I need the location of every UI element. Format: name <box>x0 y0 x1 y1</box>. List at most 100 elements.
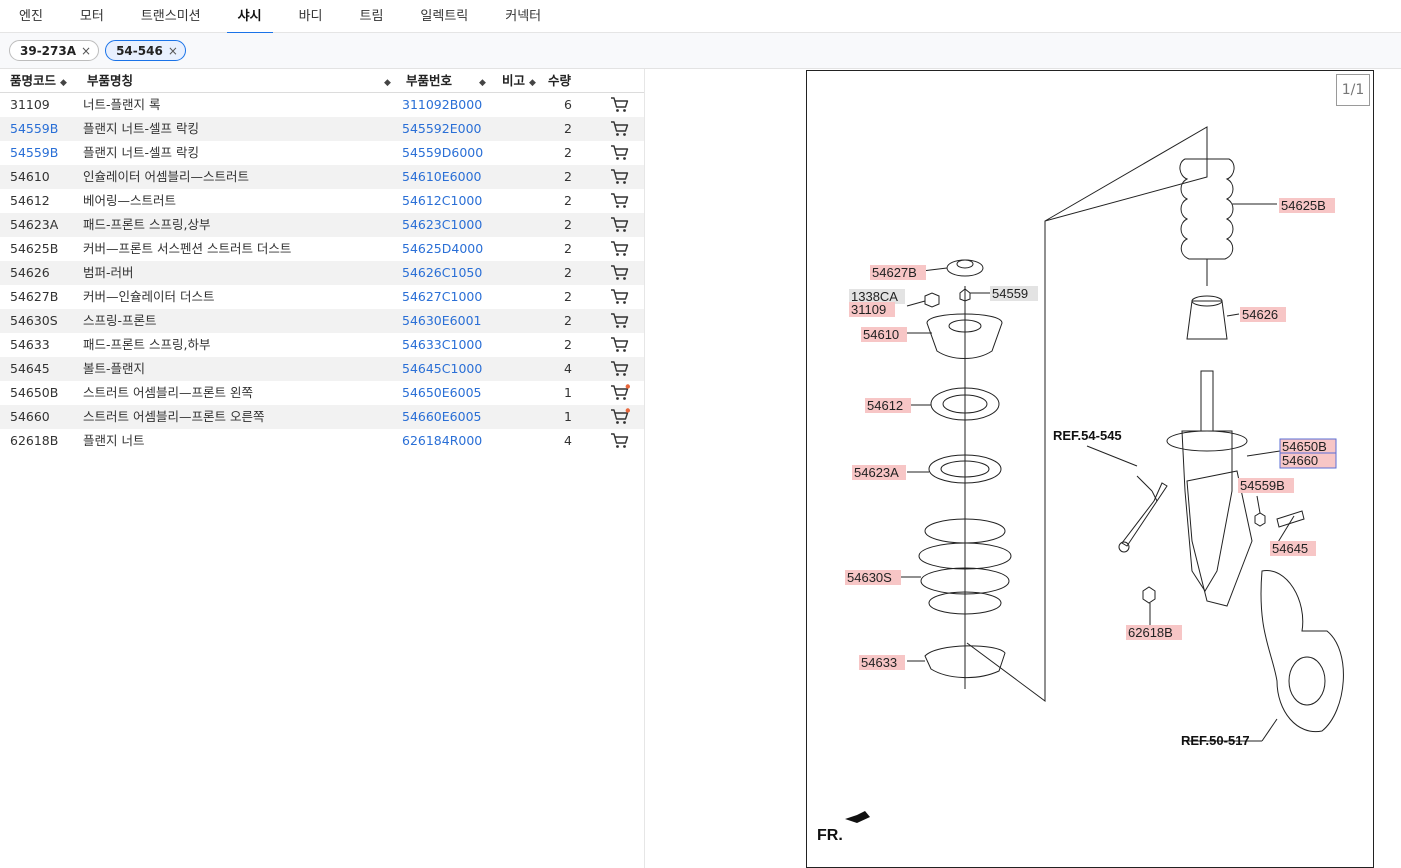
close-icon[interactable]: × <box>167 43 178 58</box>
part-code[interactable]: 54559B <box>10 121 59 136</box>
cart-icon[interactable] <box>610 192 630 210</box>
part-number-link[interactable]: 626184R000 <box>402 433 483 448</box>
sort-icon[interactable]: ◆ <box>479 78 486 88</box>
cart-icon[interactable] <box>610 264 630 282</box>
header-qty[interactable]: 수량 <box>548 73 572 88</box>
cart-icon[interactable] <box>610 432 630 450</box>
part-code: 54645 <box>10 361 50 376</box>
tab-2[interactable]: 트랜스미션 <box>140 9 201 24</box>
part-number-link[interactable]: 54630E6001 <box>402 313 482 328</box>
part-code: 54626 <box>10 265 50 280</box>
part-number-link[interactable]: 54633C1000 <box>402 337 483 352</box>
sort-icon: ◆ <box>60 78 67 88</box>
cart-icon[interactable] <box>610 288 630 306</box>
cart-icon[interactable] <box>610 144 630 162</box>
ref-label[interactable]: REF.50-517 <box>1181 733 1250 748</box>
part-callout[interactable]: 54625B <box>1281 198 1326 213</box>
part-number-link[interactable]: 54645C1000 <box>402 361 483 376</box>
tab-4[interactable]: 바디 <box>298 9 323 24</box>
tab-1[interactable]: 모터 <box>79 9 104 24</box>
part-callout[interactable]: 54630S <box>847 570 892 585</box>
header-number[interactable]: 부품번호 <box>406 73 453 88</box>
filter-chip[interactable]: 54-546× <box>105 40 186 61</box>
part-number-link[interactable]: 54610E6000 <box>402 169 482 184</box>
part-number-link[interactable]: 54559D6000 <box>402 145 484 160</box>
part-code: 54610 <box>10 169 50 184</box>
part-name: 플랜지 너트 <box>83 433 145 448</box>
part-name: 커버—인슐레이터 더스트 <box>83 289 215 304</box>
tab-6[interactable]: 일렉트릭 <box>420 9 469 24</box>
part-number-link[interactable]: 54625D4000 <box>402 241 484 256</box>
tab-5[interactable]: 트림 <box>359 9 384 24</box>
tab-7[interactable]: 커넥터 <box>505 9 542 24</box>
filter-chips: 39-273A×54-546× <box>0 33 1401 69</box>
part-label-bg <box>861 327 907 342</box>
part-name: 범퍼-러버 <box>83 265 134 280</box>
part-number-link[interactable]: 54626C1050 <box>402 265 483 280</box>
part-code: 31109 <box>10 97 50 112</box>
part-callout[interactable]: 54645 <box>1272 541 1308 556</box>
cart-icon[interactable] <box>610 312 630 330</box>
header-code[interactable]: 품명코드◆ <box>10 73 67 88</box>
part-number-link[interactable]: 54623C1000 <box>402 217 483 232</box>
ref-label[interactable]: REF.54-545 <box>1053 428 1122 443</box>
part-callout[interactable]: 54650B <box>1282 439 1327 454</box>
part-callout[interactable]: 54559B <box>1240 478 1285 493</box>
close-icon[interactable]: × <box>81 43 92 58</box>
cart-icon[interactable] <box>610 168 630 186</box>
part-code[interactable]: 54559B <box>10 145 59 160</box>
part-callout[interactable]: 54627B <box>872 265 917 280</box>
part-callout[interactable]: 31109 <box>851 302 886 317</box>
part-callout[interactable]: 54612 <box>867 398 903 413</box>
cart-icon[interactable] <box>610 96 630 114</box>
cart-icon[interactable] <box>610 360 630 378</box>
part-label-bg <box>1279 198 1335 213</box>
part-name: 베어링—스트러트 <box>83 193 177 208</box>
part-number-link[interactable]: 311092B000 <box>402 97 483 112</box>
part-callout[interactable]: 54626 <box>1242 307 1278 322</box>
header-name[interactable]: 부품명칭 <box>87 73 134 88</box>
part-qty: 2 <box>564 241 572 256</box>
cart-icon[interactable] <box>610 384 630 402</box>
exploded-diagram[interactable]: 1/1 <box>806 70 1374 868</box>
part-callout[interactable]: 1338CA <box>851 289 898 304</box>
filter-chip[interactable]: 39-273A× <box>9 40 100 61</box>
part-label-bg <box>849 302 895 317</box>
part-callout[interactable]: 62618B <box>1128 625 1173 640</box>
part-number-link[interactable]: 545592E000 <box>402 121 482 136</box>
part-number-link[interactable]: 54650E6005 <box>402 385 482 400</box>
part-callout[interactable]: 54633 <box>861 655 897 670</box>
tab-0[interactable]: 엔진 <box>19 9 43 24</box>
cart-icon[interactable] <box>610 120 630 138</box>
cart-icon[interactable] <box>610 216 630 234</box>
part-number-link[interactable]: 54627C1000 <box>402 289 483 304</box>
sort-icon[interactable]: ◆ <box>384 78 391 88</box>
header-note[interactable]: 비고◆ <box>502 73 536 88</box>
part-callout[interactable]: 54559 <box>992 286 1028 301</box>
part-number-link[interactable]: 54660E6005 <box>402 409 482 424</box>
cart-icon[interactable] <box>610 336 630 354</box>
part-callout[interactable]: 54660 <box>1282 453 1318 468</box>
tab-3[interactable]: 샤시 <box>226 0 273 34</box>
part-callout[interactable]: 54610 <box>863 327 899 342</box>
part-callout[interactable]: 54623A <box>854 465 899 480</box>
cart-icon[interactable] <box>610 408 630 426</box>
part-number-link[interactable]: 54612C1000 <box>402 193 483 208</box>
cart-icon[interactable] <box>610 240 630 258</box>
